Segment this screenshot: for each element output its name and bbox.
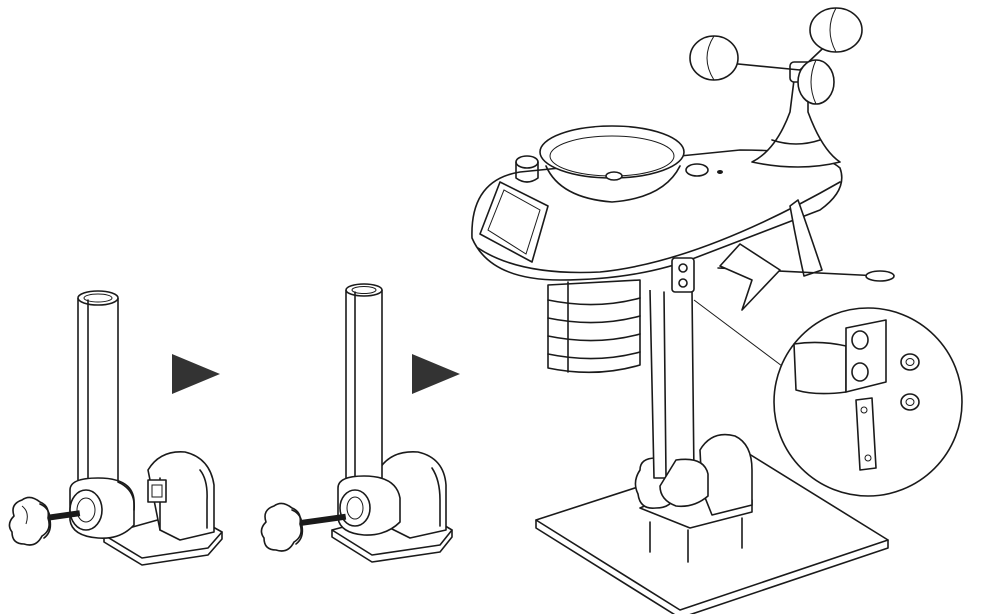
- knob-screw-icon: [8, 496, 52, 546]
- magnifier-detail-icon: [773, 307, 963, 497]
- step-1-pole-and-bracket: [8, 290, 223, 566]
- screw-icon: [900, 393, 920, 411]
- step-2-pole-and-bracket: [260, 283, 453, 563]
- screw-icon: [900, 353, 920, 371]
- arrow-right-icon: [172, 354, 220, 394]
- step-3-mounted-weather-station: [471, 7, 895, 614]
- strap-plate: [855, 397, 877, 471]
- rain-gauge-funnel: [539, 125, 685, 203]
- solar-panel: [479, 181, 549, 263]
- arrow-right-icon: [412, 354, 460, 394]
- anemometer: [689, 7, 863, 168]
- radiation-shield: [547, 279, 641, 374]
- wind-vane: [717, 199, 895, 311]
- knob-screw-icon: [260, 502, 304, 552]
